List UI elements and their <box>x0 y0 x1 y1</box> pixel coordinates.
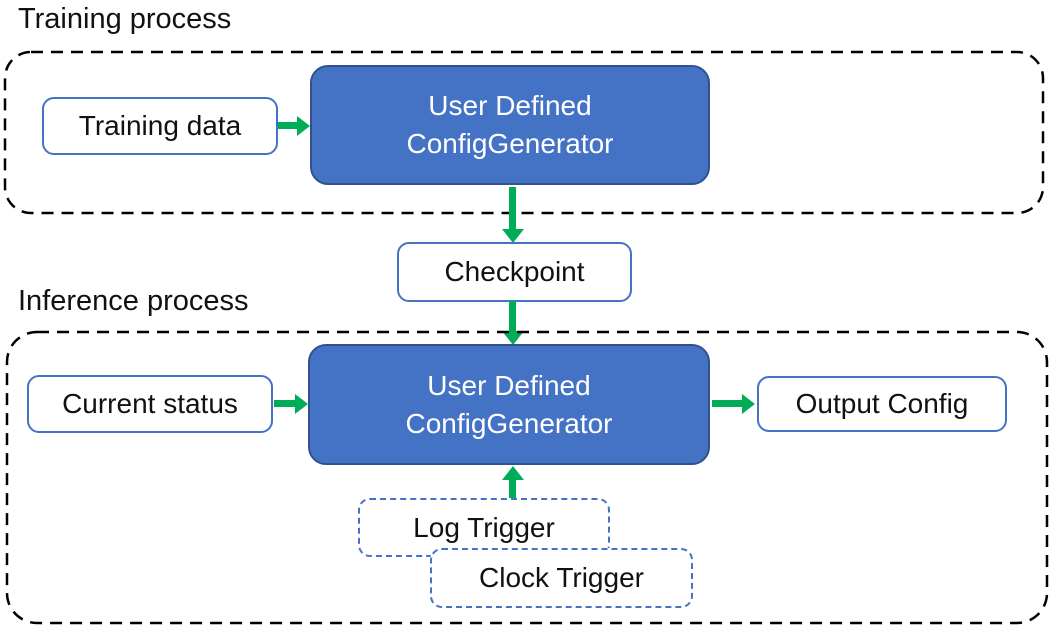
checkpoint-box: Checkpoint <box>397 242 632 302</box>
log-trigger-label: Log Trigger <box>413 511 555 543</box>
arrow-right-icon <box>712 394 755 414</box>
clock-trigger-label: Clock Trigger <box>479 562 644 593</box>
training-data-box: Training data <box>42 97 278 155</box>
arrow-right-icon <box>278 116 310 136</box>
arrow-stem <box>274 400 296 407</box>
arrow-stem <box>509 301 516 333</box>
arrow-down-icon <box>502 187 524 243</box>
checkpoint-label: Checkpoint <box>444 256 585 287</box>
arrow-up-icon <box>502 466 524 499</box>
config-generator-inference-line1: User Defined <box>427 369 591 401</box>
config-generator-training-box: User Defined ConfigGenerator <box>310 65 710 185</box>
training-data-label: Training data <box>78 110 242 141</box>
current-status-label: Current status <box>62 388 238 419</box>
config-generator-inference-box: User Defined ConfigGenerator <box>308 344 710 465</box>
arrow-head <box>297 116 310 136</box>
arrow-right-icon <box>274 394 308 414</box>
arrow-head <box>502 466 524 480</box>
config-generator-training-line1: User Defined <box>428 90 592 121</box>
arrow-down-icon <box>502 301 524 345</box>
arrow-stem <box>509 478 516 499</box>
log-trigger-box: Log Trigger <box>358 498 610 557</box>
arrow-stem <box>278 122 298 129</box>
arrow-stem <box>509 187 516 231</box>
arrow-head <box>502 229 524 243</box>
inference-process-label: Inference process <box>18 285 249 317</box>
training-process-container <box>3 50 1045 215</box>
arrow-head <box>295 394 308 414</box>
arrow-head <box>742 394 755 414</box>
arrow-head <box>502 331 524 345</box>
inference-process-container <box>5 330 1049 625</box>
config-generator-training-line2: ConfigGenerator <box>406 128 614 159</box>
output-config-box: Output Config <box>757 376 1007 432</box>
current-status-box: Current status <box>27 375 273 433</box>
config-generator-inference-line2: ConfigGenerator <box>405 407 613 439</box>
arrow-stem <box>712 400 743 407</box>
clock-trigger-box: Clock Trigger <box>430 548 693 608</box>
training-process-label: Training process <box>18 3 232 35</box>
output-config-label: Output Config <box>795 388 969 419</box>
